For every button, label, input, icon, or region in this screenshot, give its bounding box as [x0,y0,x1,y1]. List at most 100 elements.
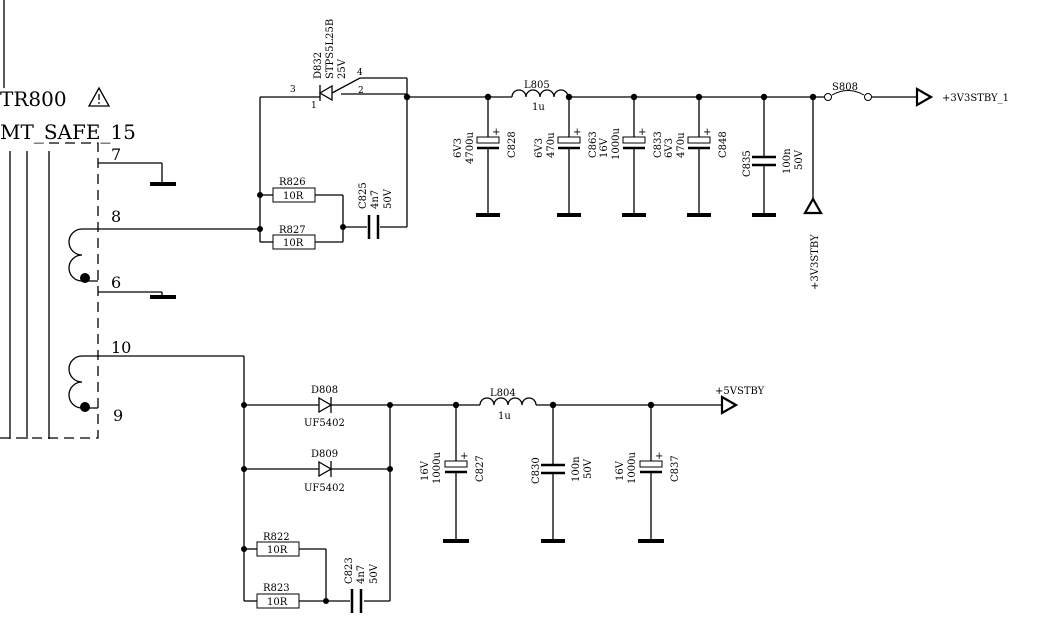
d832-part: STPS5L25B [325,19,336,79]
net-flag-5vstby: +5VSTBY [715,386,765,415]
c828-ref: C828 [507,131,518,158]
c837-voltage: 16V [615,460,626,481]
winding-dot [80,273,90,283]
c823-value: 4n7 [356,565,367,584]
c825-voltage: 50V [383,188,394,209]
c837-value: 1000u [627,452,638,484]
c848-value: 470u [676,132,687,158]
diode-d808: D808 UF5402 [244,385,390,429]
transformer-type: MT_SAFE_15 [0,120,136,144]
pin-6-label: 6 [111,273,121,292]
c863-polarity: + [573,127,581,138]
inductor-l805: L805 1u [511,80,569,113]
c835-value: 100n [782,148,793,174]
c828-voltage: 6V3 [453,138,464,158]
pin-7-label: 7 [111,145,121,164]
c863-voltage: 6V3 [534,138,545,158]
net-5vstby-label: +5VSTBY [715,386,765,397]
winding-dot [80,402,90,412]
d832-pin2: 2 [358,86,364,96]
c848-voltage: 6V3 [664,138,675,158]
c823-voltage: 50V [369,563,380,584]
c833-value: 1000u [611,128,622,160]
net-flag-3v3stby: +3V3STBY [803,97,823,290]
capacitor-c835: C835 100n 50V [742,97,805,217]
c835-ref: C835 [742,150,753,177]
transformer-ref: TR800 [0,87,67,111]
c827-voltage: 16V [420,460,431,481]
inductor-l804: L804 1u [479,388,537,422]
c827-polarity: + [460,451,468,462]
diode-d832: 3 1 2 4 D832 STPS5L25B 25V [290,19,407,111]
capacitor-c848: + 6V3 470u C848 [664,97,729,217]
c848-polarity: + [703,127,711,138]
capacitor-c823: C823 4n7 50V [344,557,380,613]
c828-polarity: + [492,127,500,138]
r827-ref: R827 [279,225,306,236]
d808-ref: D808 [311,385,338,396]
c828-value: 4700u [465,132,476,164]
transformer-tr800: TR800 MT_SAFE_15 7 8 6 10 9 [0,0,260,439]
c848-ref: C848 [718,131,729,158]
c830-voltage: 50V [583,458,594,479]
resistor-r826: R826 10R [272,177,316,203]
d808-part: UF5402 [304,418,345,429]
c863-value: 470u [546,132,557,158]
capacitor-c828: + 6V3 4700u C828 [453,97,518,217]
capacitor-c833: + 16V 1000u C833 [599,97,664,217]
s808-ref: S808 [832,82,858,93]
d832-rating: 25V [337,58,348,79]
d832-pin1: 1 [311,101,317,111]
r827-value: 10R [283,238,304,249]
c833-polarity: + [638,127,646,138]
c825-value: 4n7 [370,190,381,209]
c837-ref: C837 [670,455,681,482]
resistor-r822: R822 10R [256,532,300,557]
rail-3v3: R826 10R R827 10R C825 4n7 50V 3 1 2 4 D… [257,19,1009,290]
l804-ref: L804 [490,388,516,399]
c837-polarity: + [655,451,663,462]
c830-value: 100n [571,456,582,482]
rail-5v: D808 UF5402 D809 UF5402 R822 10R [241,356,765,613]
capacitor-c825: C825 4n7 50V [358,182,394,239]
capacitor-c830: C830 100n 50V [531,405,594,543]
r826-value: 10R [283,191,304,202]
c835-voltage: 50V [794,149,805,170]
r822-value: 10R [267,545,288,556]
resistor-r823: R823 10R [256,583,300,609]
d832-pin3: 3 [290,85,296,95]
r823-ref: R823 [263,583,290,594]
pin-10-label: 10 [111,338,131,357]
resistor-r827: R827 10R [272,225,316,250]
net-flag-3v3stby-1: +3V3STBY_1 [915,87,1009,107]
capacitor-c827: + 16V 1000u C827 [420,405,486,543]
r822-ref: R822 [263,532,290,543]
c827-ref: C827 [475,455,486,482]
l805-value: 1u [532,102,545,113]
c830-ref: C830 [531,457,542,484]
l805-ref: L805 [524,80,550,91]
r823-value: 10R [267,597,288,608]
d832-ref: D832 [313,52,324,79]
net-3v3stby-label: +3V3STBY [810,234,821,290]
pin-8-label: 8 [111,207,121,226]
diode-d809: D809 UF5402 [244,449,390,494]
warning-triangle-icon [87,86,111,107]
d832-pin4: 4 [357,68,363,78]
d809-part: UF5402 [304,483,345,494]
c833-ref: C833 [653,131,664,158]
capacitor-c863: + 6V3 470u C863 [534,97,599,217]
c833-voltage: 16V [599,137,610,158]
c825-ref: C825 [358,182,369,209]
net-3v3stby-1-label: +3V3STBY_1 [942,93,1009,104]
l804-value: 1u [498,411,511,422]
c823-ref: C823 [344,557,355,584]
c863-ref: C863 [588,131,599,158]
jumper-s808: S808 [824,82,872,101]
pin-9-label: 9 [113,406,123,425]
capacitor-c837: + 16V 1000u C837 [615,405,681,543]
c827-value: 1000u [432,452,443,484]
d809-ref: D809 [311,449,338,460]
r826-ref: R826 [279,177,306,188]
